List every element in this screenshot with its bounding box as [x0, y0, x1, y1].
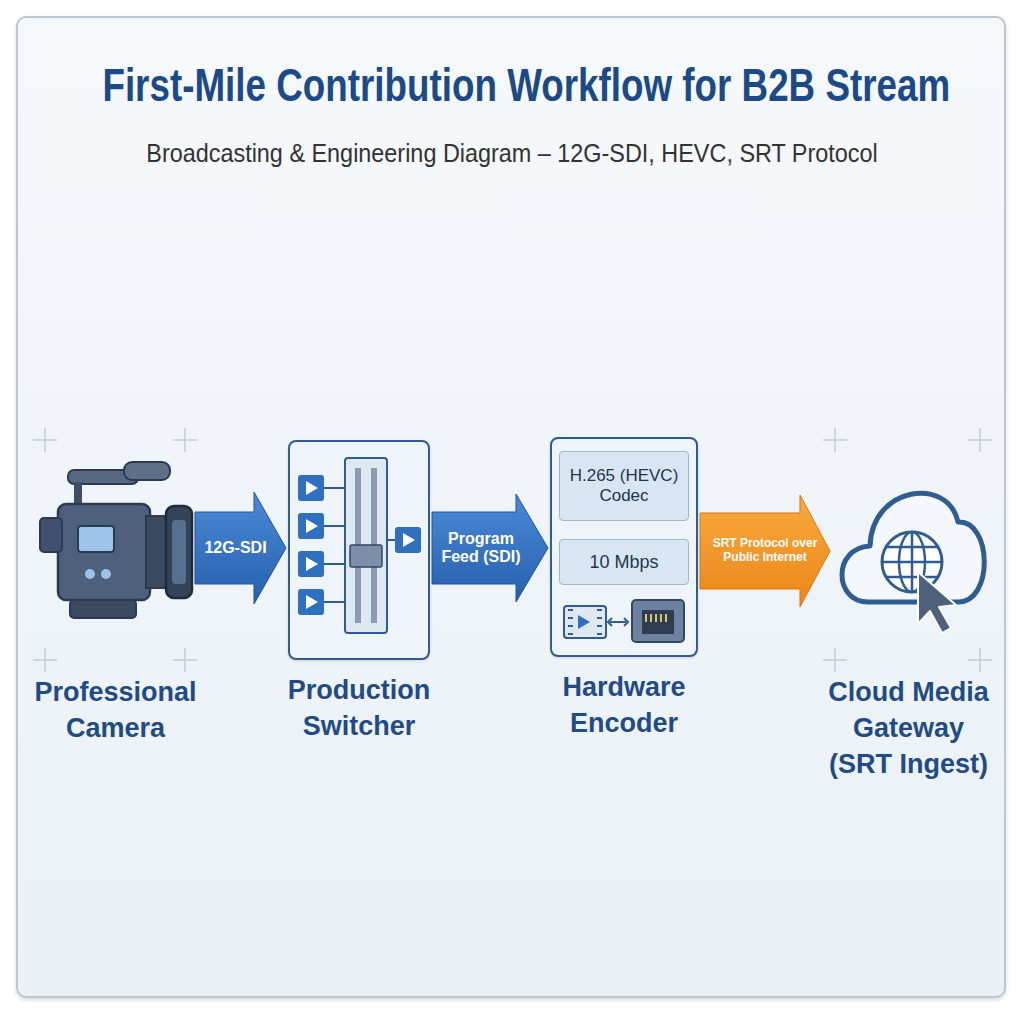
camera-node: Professional Camera [38, 440, 193, 660]
node-label: Production Switcher [273, 672, 445, 744]
switcher-illustration [298, 513, 324, 539]
switcher-illustration [298, 475, 324, 501]
crosshair-marks [823, 648, 847, 672]
camera-illustration [58, 504, 150, 600]
encoder-io-icons [646, 614, 666, 622]
edge-label: Program Feed (SDI) [436, 512, 526, 584]
encoder-io-icons [642, 610, 674, 634]
switcher-illustration [403, 533, 415, 547]
camera-illustration [74, 482, 82, 506]
switcher-illustration [371, 468, 377, 623]
camera-illustration [40, 462, 192, 618]
block-arrow [700, 495, 830, 607]
switcher-illustration [395, 527, 421, 553]
encoder-io-icons [568, 610, 602, 634]
camera-illustration [146, 516, 168, 588]
switcher-illustration [298, 458, 421, 633]
camera-illustration [78, 526, 114, 552]
edge-label: SRT Protocol over Public Internet [704, 513, 826, 589]
node-label: Hardware Encoder [538, 669, 710, 741]
crosshair-marks [33, 428, 992, 672]
switcher-box: Production Switcher [288, 440, 430, 660]
switcher-illustration [298, 551, 324, 577]
switcher-illustration [324, 488, 395, 602]
crosshair-marks [968, 428, 992, 452]
encoder-io-icons [564, 606, 606, 638]
crosshair-marks [173, 428, 197, 452]
camera-illustration [172, 520, 186, 584]
crosshair-marks [968, 648, 992, 672]
crosshair-marks [823, 428, 847, 452]
crosshair-marks [33, 428, 57, 452]
encoder-io-icons [564, 600, 684, 642]
cloud-illustration [882, 532, 942, 592]
crosshair-marks [33, 648, 57, 672]
cloud-node: Cloud Media Gateway (SRT Ingest) [832, 440, 985, 660]
camera-illustration [70, 600, 136, 618]
camera-illustration [166, 506, 192, 598]
crosshair-marks [173, 648, 197, 672]
camera-illustration [85, 569, 95, 579]
block-arrow [432, 494, 548, 602]
switcher-illustration [345, 458, 387, 633]
cloud-illustration [882, 532, 942, 592]
camera-illustration [101, 569, 111, 579]
node-text: 10 Mbps [587, 550, 660, 574]
cloud-illustration [918, 572, 956, 633]
encoder-io-icons [578, 615, 590, 629]
switcher-illustration [306, 481, 318, 609]
bitrate-box: 10 Mbps [559, 539, 689, 585]
camera-illustration [40, 518, 62, 552]
cloud-illustration [842, 493, 984, 602]
encoder-io-icons [608, 618, 628, 626]
subtitle-label: Broadcasting & Engineering Diagram – 12G… [51, 138, 973, 169]
cloud-illustration [899, 532, 925, 592]
edge-label: 12G-SDI [199, 512, 272, 584]
encoder-box: Hardware EncoderH.265 (HEVC) Codec10 Mbp… [550, 437, 698, 657]
diagram-title: First-Mile Contribution Workflow for B2B… [102, 58, 921, 112]
block-arrow [195, 492, 286, 604]
camera-illustration [124, 462, 170, 480]
switcher-illustration [355, 468, 361, 623]
switcher-illustration [298, 589, 324, 615]
codec-box: H.265 (HEVC) Codec [559, 451, 689, 521]
node-label: Professional Camera [30, 674, 202, 746]
camera-illustration [68, 470, 138, 484]
switcher-illustration [350, 545, 382, 567]
node-label: Cloud Media Gateway (SRT Ingest) [823, 674, 995, 782]
encoder-io-icons [632, 600, 684, 642]
node-text: H.265 (HEVC) Codec [560, 464, 688, 508]
cloud-illustration [842, 493, 984, 633]
